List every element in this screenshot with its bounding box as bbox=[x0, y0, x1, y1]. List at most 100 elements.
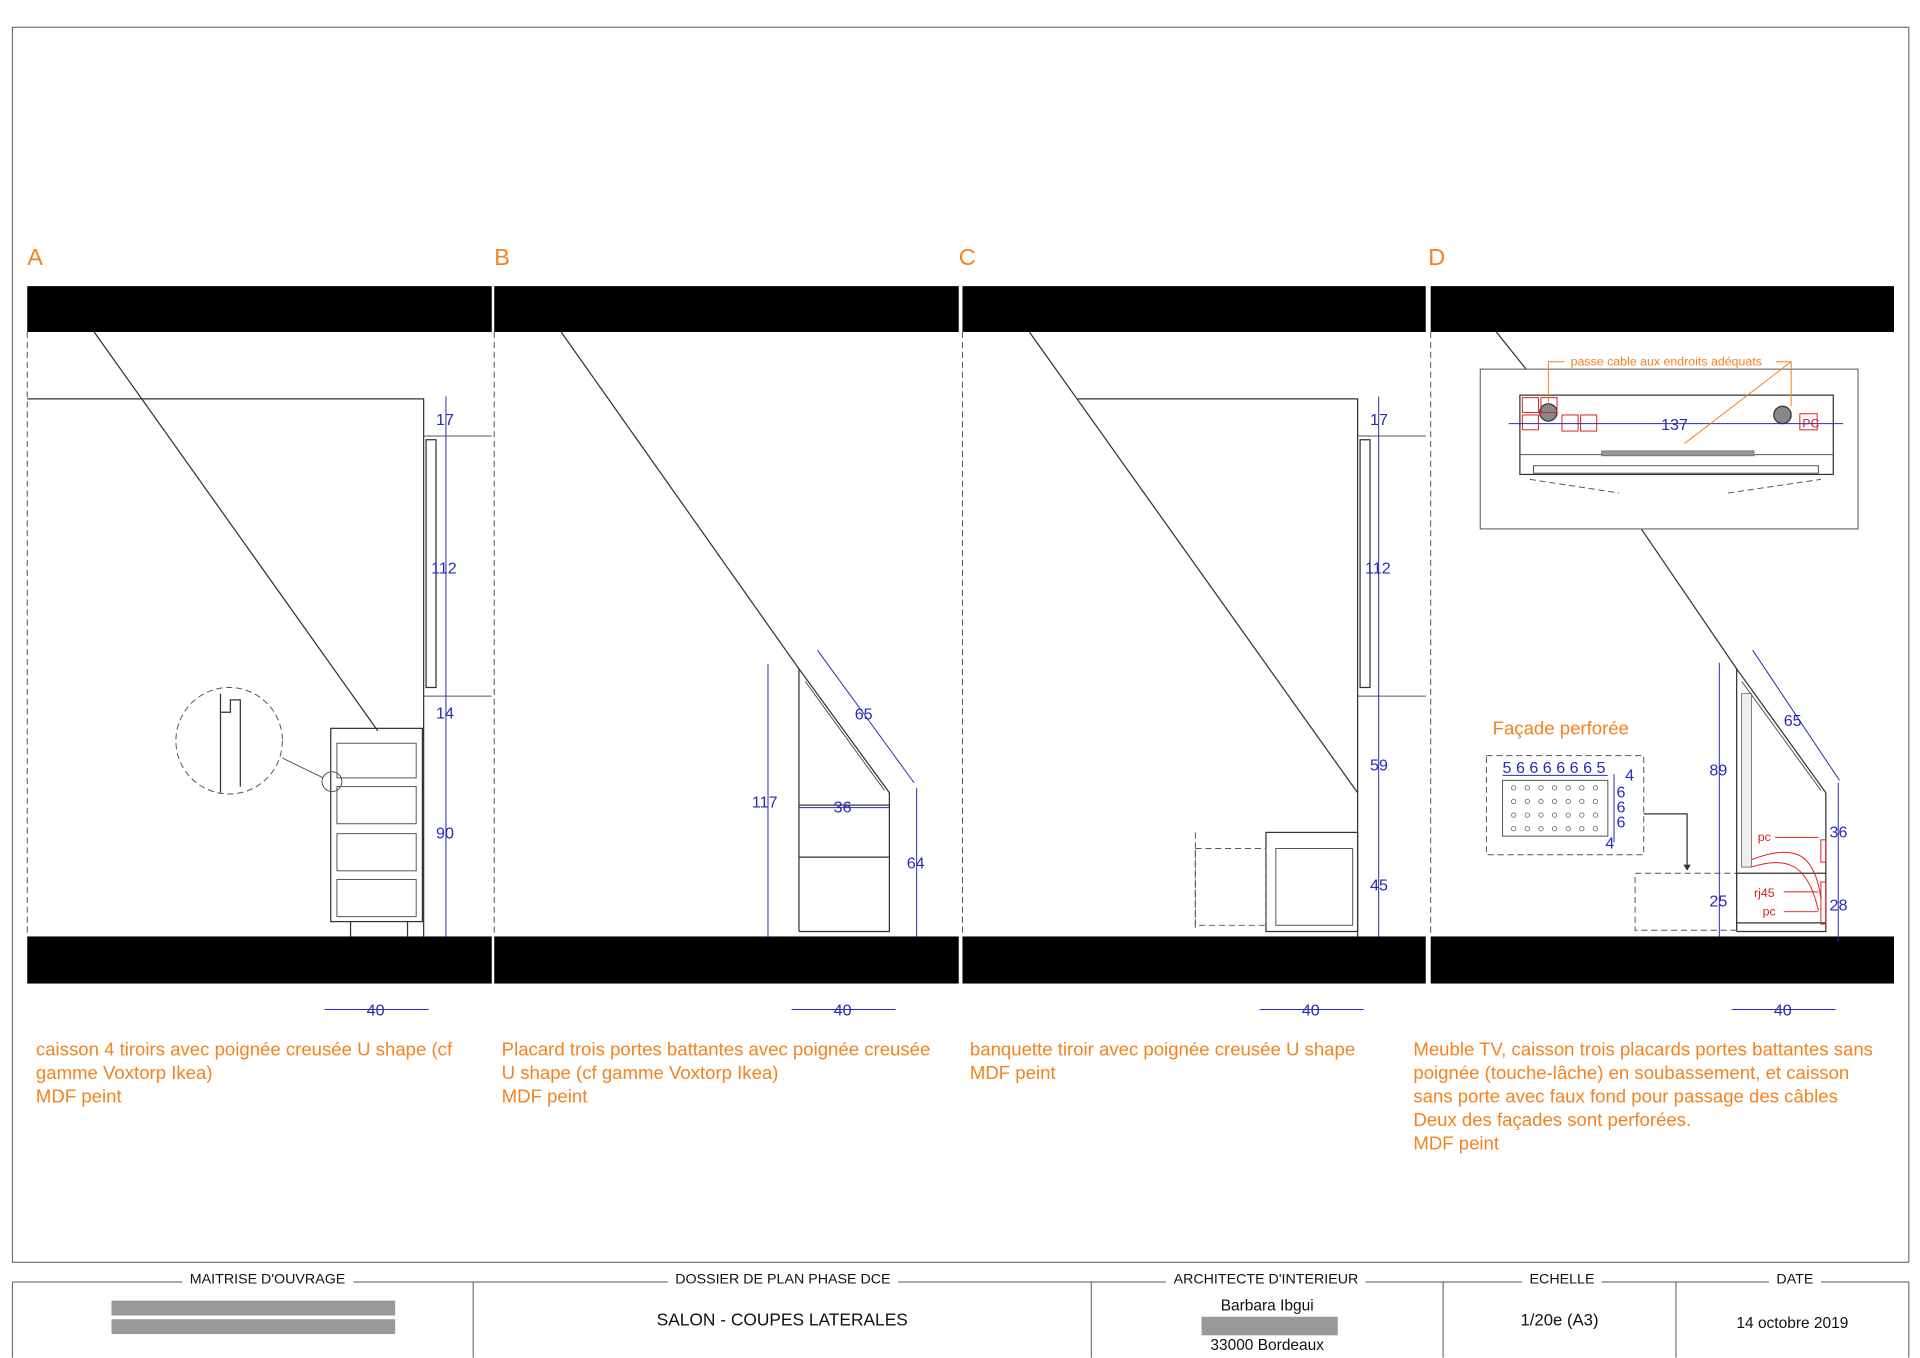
perforation-hole bbox=[1592, 785, 1599, 791]
perforation-hole bbox=[1538, 812, 1544, 818]
dim-d-4: 28 bbox=[1830, 896, 1848, 914]
perforation-hole bbox=[1592, 826, 1599, 832]
panel-letter-d: D bbox=[1428, 244, 1445, 270]
desc-line: MDF peint bbox=[1413, 1133, 1500, 1155]
perforation-hole bbox=[1551, 812, 1558, 818]
perforation-hole bbox=[1565, 785, 1571, 791]
perforation-hole bbox=[1565, 826, 1571, 832]
architect-city: 33000 Bordeaux bbox=[1210, 1336, 1325, 1354]
dim-c-3: 45 bbox=[1370, 877, 1388, 895]
section-c: 17 112 59 45 bbox=[1028, 331, 1426, 937]
perforation-hole bbox=[1538, 798, 1544, 805]
perforation-hole bbox=[1524, 798, 1530, 805]
dim-d-137: 137 bbox=[1661, 416, 1688, 434]
desc-line: MDF peint bbox=[501, 1086, 588, 1108]
desc-line: Deux des façades sont perforées. bbox=[1413, 1109, 1692, 1131]
panel-dividers bbox=[26, 331, 1432, 937]
dim-a-3: 90 bbox=[436, 825, 454, 843]
facade-v-dim-1: 6 bbox=[1617, 784, 1626, 802]
owner-redacted bbox=[111, 1300, 396, 1316]
desc-line: MDF peint bbox=[35, 1086, 122, 1108]
dim-c-1: 112 bbox=[1365, 560, 1391, 578]
dim-a-2: 14 bbox=[436, 704, 454, 722]
perforation-hole bbox=[1565, 812, 1571, 818]
dim-c-2: 59 bbox=[1370, 756, 1388, 774]
architect-name: Barbara Ibgui bbox=[1220, 1296, 1314, 1315]
perforation-hole bbox=[1538, 785, 1544, 791]
dim-d-2: 65 bbox=[1784, 712, 1802, 730]
perforation-hole bbox=[1511, 812, 1517, 818]
desc-line: caisson 4 tiroirs avec poignée creusée U… bbox=[35, 1039, 453, 1061]
perforation-hole bbox=[1511, 798, 1517, 805]
desc-line: gamme Voxtorp Ikea) bbox=[35, 1062, 213, 1084]
perforation-hole bbox=[1565, 798, 1571, 805]
width-dim-b: 40 bbox=[834, 1002, 852, 1020]
cable-note: passe cable aux endroits adéquats bbox=[1571, 354, 1762, 368]
dim-d-1: 25 bbox=[1709, 893, 1727, 911]
perforation-hole bbox=[1524, 826, 1530, 832]
desc-line: MDF peint bbox=[969, 1062, 1056, 1084]
dossier-title: SALON - COUPES LATERALES bbox=[656, 1309, 908, 1330]
owner-redacted bbox=[111, 1319, 396, 1335]
facade-title: Façade perforée bbox=[1493, 718, 1629, 739]
facade-v-dim-top: 4 bbox=[1625, 766, 1634, 784]
owner-label: MAITRISE D'OUVRAGE bbox=[182, 1272, 353, 1288]
section-a: 17 112 14 90 bbox=[27, 331, 492, 937]
section-d: PC 137 passe cable aux endroits adéquats… bbox=[1479, 331, 1859, 942]
width-dim-d: 40 bbox=[1774, 1002, 1792, 1020]
desc-line: Placard trois portes battantes avec poig… bbox=[501, 1039, 931, 1061]
label-pc-upper: pc bbox=[1758, 830, 1771, 844]
ceiling-bands bbox=[27, 286, 1894, 332]
label-rj45: rj45 bbox=[1754, 886, 1775, 900]
scale-label: ECHELLE bbox=[1522, 1272, 1602, 1288]
label-pc-lower: pc bbox=[1763, 904, 1776, 918]
perforation-hole bbox=[1592, 798, 1599, 805]
dim-d-3: 36 bbox=[1830, 823, 1848, 841]
description-b: Placard trois portes battantes avec poig… bbox=[502, 1038, 954, 1109]
width-dimensions: 40 40 40 40 bbox=[324, 1002, 1836, 1020]
dim-d-0: 89 bbox=[1709, 761, 1727, 779]
perforation-hole bbox=[1511, 826, 1517, 832]
perforated-facade-detail: Façade perforée 5 6 6 6 6 6 6 5 4 6 6 6 … bbox=[1485, 718, 1738, 931]
perforation-hole bbox=[1579, 798, 1585, 805]
description-a: caisson 4 tiroirs avec poignée creusée U… bbox=[36, 1038, 488, 1109]
dossier-label: DOSSIER DE PLAN PHASE DCE bbox=[667, 1272, 898, 1288]
description-d: Meuble TV, caisson trois placards portes… bbox=[1413, 1038, 1873, 1156]
date-value: 14 octobre 2019 bbox=[1736, 1314, 1849, 1332]
desc-line: poignée (touche-lâche) en soubassement, … bbox=[1413, 1062, 1850, 1084]
date-label: DATE bbox=[1768, 1272, 1821, 1288]
width-dim-a: 40 bbox=[367, 1002, 385, 1020]
panel-letter-a: A bbox=[27, 244, 43, 270]
perforation-hole bbox=[1579, 812, 1585, 818]
perforation-hole bbox=[1579, 785, 1585, 791]
perforation-hole bbox=[1579, 826, 1585, 832]
desc-line: sans porte avec faux fond pour passage d… bbox=[1413, 1086, 1838, 1108]
desc-line: banquette tiroir avec poignée creusée U … bbox=[969, 1039, 1356, 1061]
dim-a-0: 17 bbox=[436, 411, 454, 429]
perforation-hole bbox=[1551, 798, 1558, 805]
width-dim-c: 40 bbox=[1302, 1002, 1320, 1020]
section-b: 117 65 36 64 bbox=[560, 331, 925, 937]
perforation-hole bbox=[1551, 785, 1558, 791]
perforation-hole bbox=[1511, 785, 1517, 791]
floor-bands bbox=[27, 936, 1894, 984]
perforation-hole bbox=[1551, 826, 1558, 832]
scale-value: 1/20e (A3) bbox=[1520, 1310, 1599, 1330]
panel-letter-b: B bbox=[494, 244, 510, 270]
panel-letter-c: C bbox=[959, 244, 976, 270]
sheet-border bbox=[11, 26, 1910, 1263]
dim-b-2: 36 bbox=[834, 799, 852, 817]
description-c: banquette tiroir avec poignée creusée U … bbox=[970, 1038, 1422, 1085]
desc-line: Meuble TV, caisson trois placards portes… bbox=[1413, 1039, 1873, 1061]
facade-v-dim-2: 6 bbox=[1617, 799, 1626, 817]
dim-b-3: 64 bbox=[907, 854, 925, 872]
perforation-hole bbox=[1592, 812, 1599, 818]
architect-redacted bbox=[1201, 1316, 1338, 1336]
facade-h-dims: 5 6 6 6 6 6 6 5 bbox=[1503, 759, 1606, 777]
facade-v-dim-bottom: 4 bbox=[1605, 835, 1614, 853]
dim-b-1: 65 bbox=[855, 706, 873, 724]
architect-label: ARCHITECTE D'INTERIEUR bbox=[1166, 1272, 1366, 1288]
perforation-hole bbox=[1524, 785, 1530, 791]
